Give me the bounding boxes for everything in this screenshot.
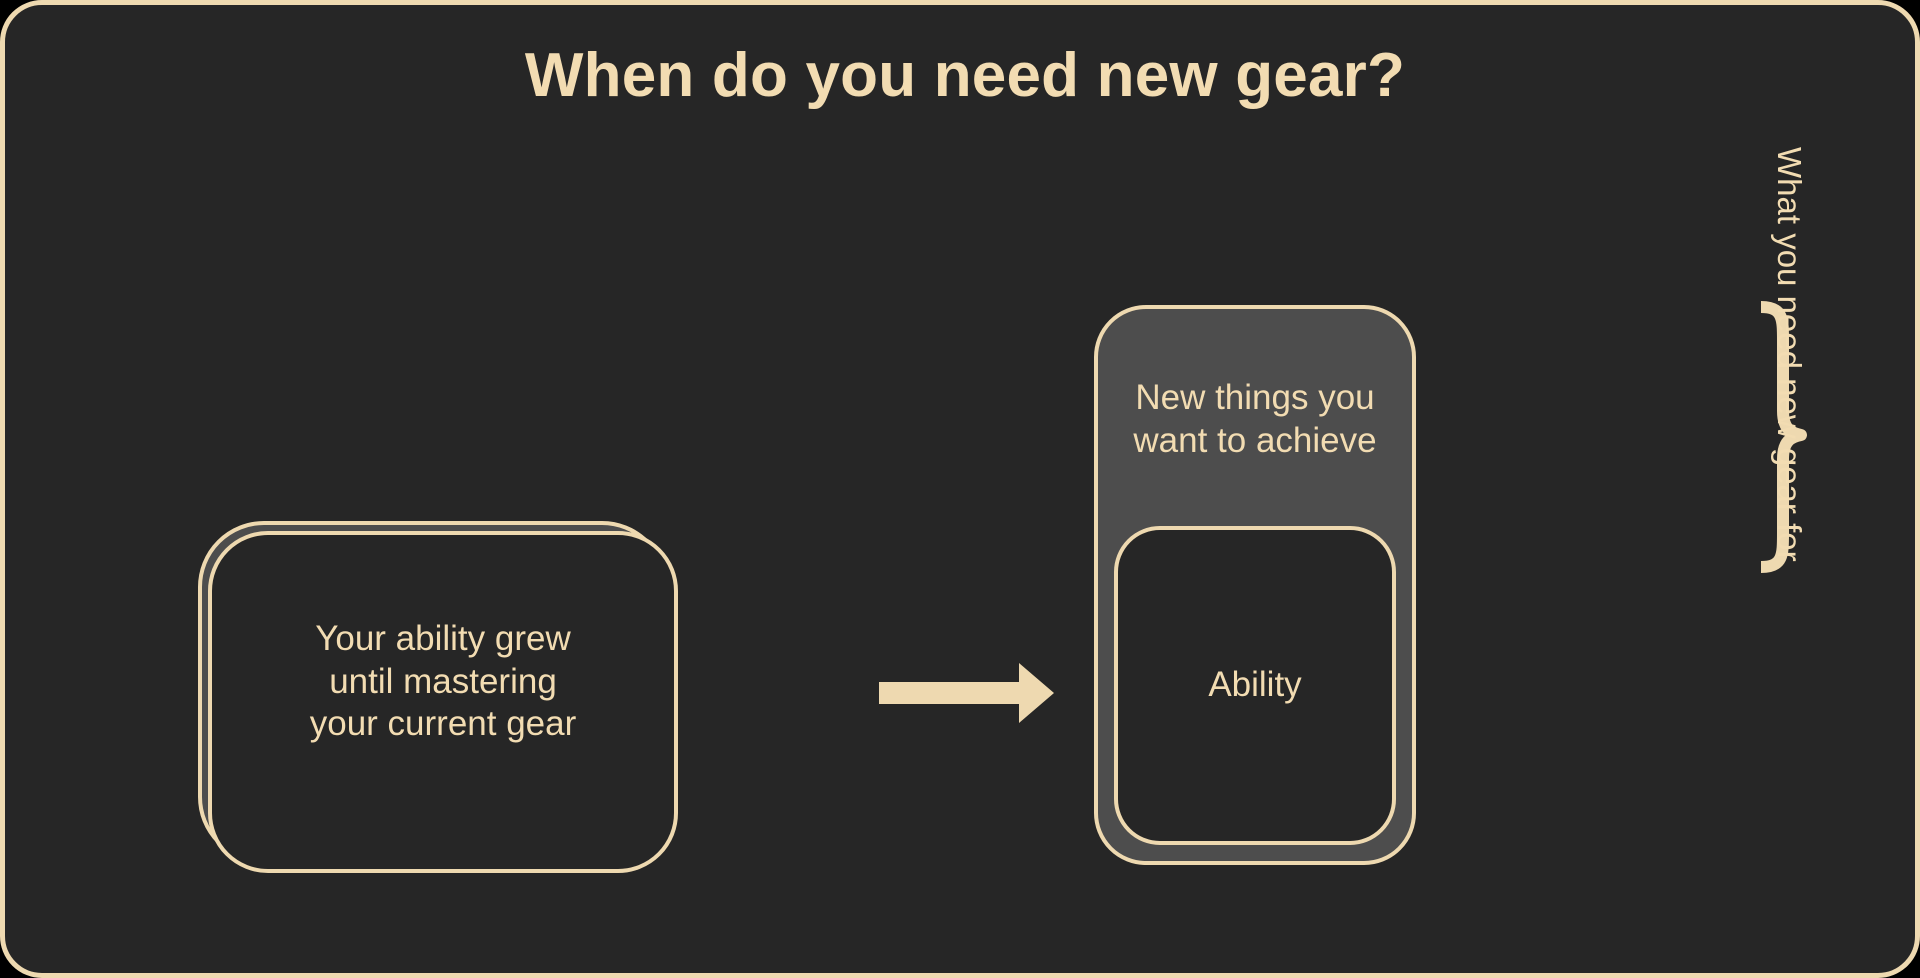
- page-title: When do you need new gear?: [524, 41, 1406, 110]
- ability-card-label: Ability: [1208, 665, 1302, 704]
- right-goal-label: New things you want to achieve: [1133, 378, 1377, 460]
- side-annotation-caption: What you need new gear for: [1771, 147, 1808, 562]
- ability-card[interactable]: [1114, 526, 1396, 845]
- left-card[interactable]: [208, 531, 678, 873]
- left-card-label: Your ability grew until mastering your c…: [309, 619, 577, 744]
- arrow-right-icon: [879, 659, 1054, 727]
- curly-brace-right-icon: [1757, 301, 1821, 573]
